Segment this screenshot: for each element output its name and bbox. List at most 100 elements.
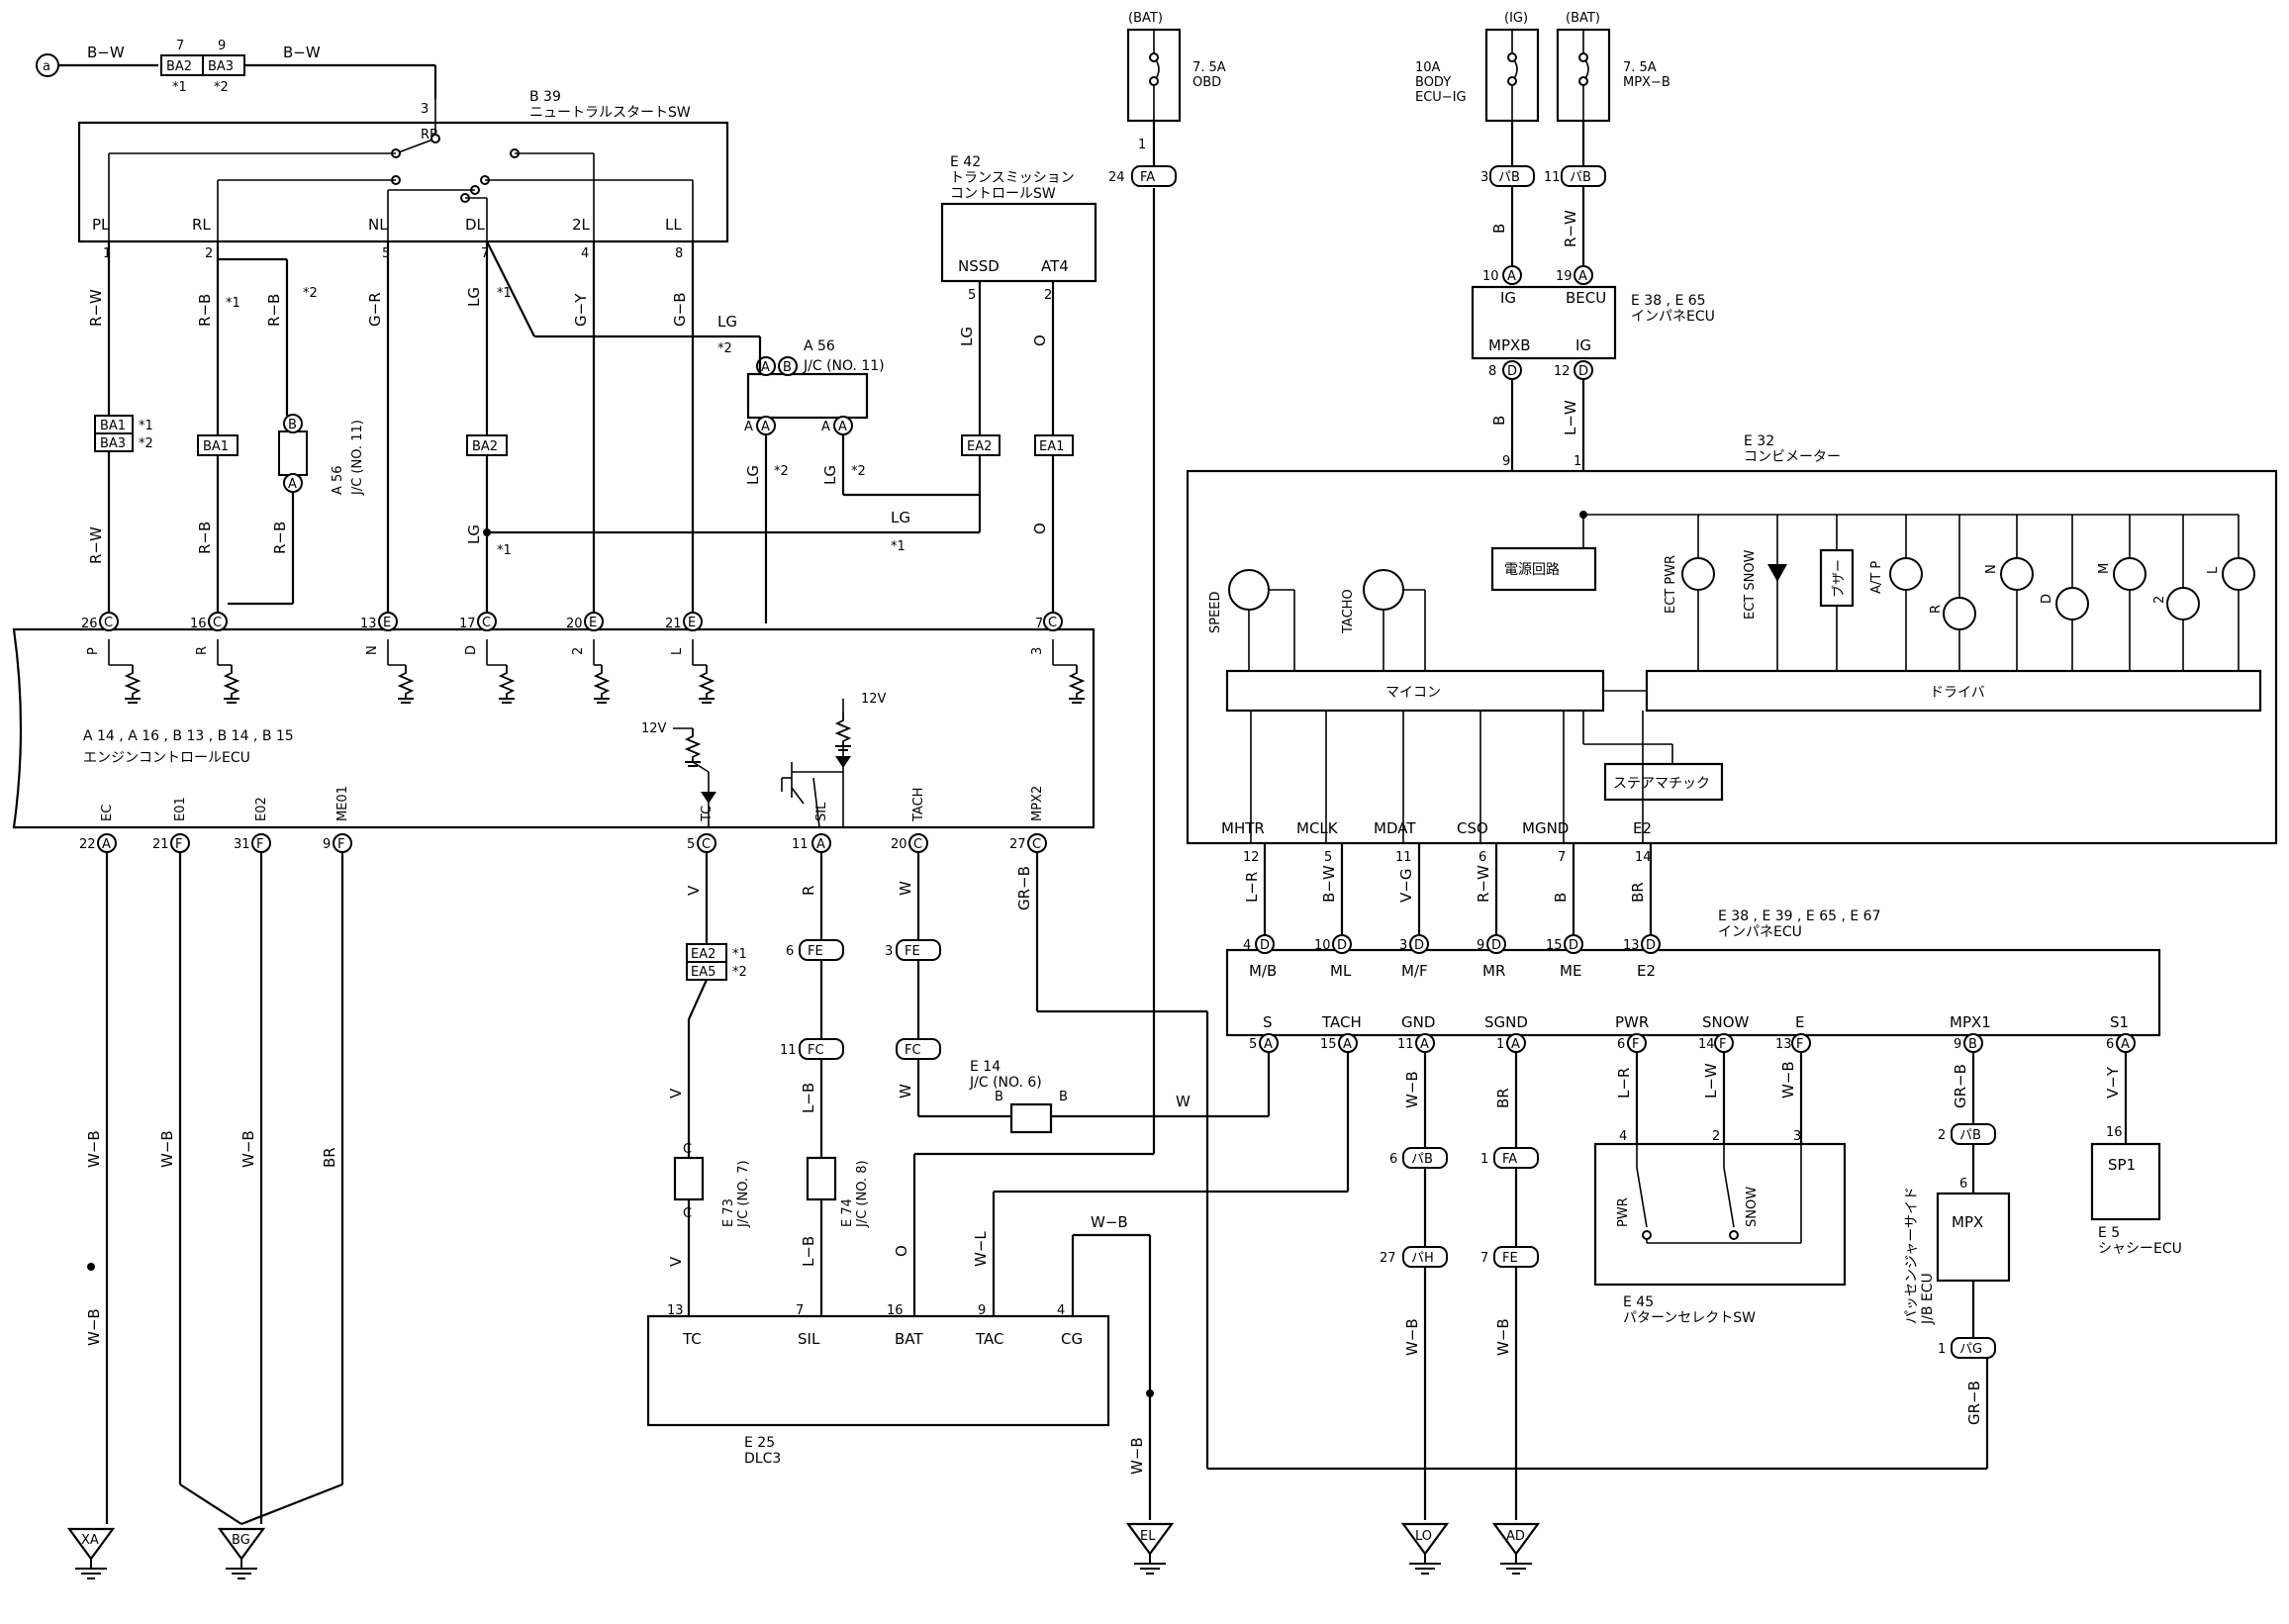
svg-text:17: 17 [459, 617, 476, 631]
svg-text:16: 16 [2106, 1125, 2123, 1140]
svg-text:ブザー: ブザー [1831, 559, 1847, 598]
svg-text:6: 6 [1478, 850, 1486, 865]
svg-text:L−B: L−B [800, 1236, 817, 1267]
svg-text:BR: BR [1629, 882, 1647, 903]
svg-text:F: F [1632, 1037, 1639, 1052]
svg-text:A: A [102, 837, 111, 852]
svg-text:O: O [1031, 523, 1049, 534]
svg-text:AT4: AT4 [1041, 257, 1069, 275]
svg-text:*2: *2 [774, 464, 789, 479]
svg-text:TACH: TACH [1321, 1013, 1362, 1031]
passenger-side-jb-ecu: MPX 6 パッセンジャーサイドJ/B ECU パG 1 GR−B [1904, 1177, 2011, 1427]
svg-text:MDAT: MDAT [1374, 819, 1416, 837]
svg-text:W−B: W−B [1128, 1437, 1146, 1475]
svg-text:GND: GND [1401, 1013, 1435, 1031]
svg-text:E02: E02 [254, 797, 269, 821]
svg-text:2: 2 [1938, 1128, 1946, 1143]
svg-text:SP1: SP1 [2108, 1156, 2136, 1174]
svg-text:TACHO: TACHO [1341, 589, 1356, 634]
svg-text:D: D [464, 645, 479, 655]
svg-text:BAT: BAT [895, 1330, 923, 1348]
svg-text:G−Y: G−Y [572, 293, 590, 327]
svg-text:BA1: BA1 [203, 439, 229, 454]
svg-text:7: 7 [796, 1303, 804, 1318]
svg-text:E 14J/C (NO. 6): E 14J/C (NO. 6) [969, 1059, 1042, 1091]
svg-text:15: 15 [1546, 938, 1563, 953]
svg-text:LG: LG [465, 287, 483, 307]
svg-text:LG: LG [717, 313, 737, 331]
svg-text:19: 19 [1556, 269, 1573, 284]
svg-text:B: B [1490, 224, 1508, 234]
svg-text:R: R [800, 886, 817, 896]
svg-text:LL: LL [665, 216, 682, 234]
svg-text:D: D [1578, 364, 1588, 379]
svg-text:LG: LG [465, 525, 483, 544]
svg-text:NSSD: NSSD [958, 257, 1000, 275]
svg-text:BA3: BA3 [208, 59, 234, 74]
svg-text:*1: *1 [226, 296, 240, 311]
svg-text:31: 31 [234, 837, 250, 852]
svg-text:IG: IG [1500, 289, 1516, 307]
svg-text:FA: FA [1502, 1152, 1517, 1167]
svg-text:GR−B: GR−B [1015, 866, 1033, 910]
svg-text:16: 16 [887, 1303, 904, 1318]
svg-text:BA3: BA3 [100, 436, 126, 451]
ns-to-engine-wires: R−W BA1 BA3 *1 *2 R−W R−B *1 BA1 R−B R−B… [87, 240, 980, 623]
svg-text:MGND: MGND [1522, 819, 1569, 837]
svg-text:6: 6 [1389, 1152, 1397, 1167]
svg-text:F: F [256, 837, 263, 852]
svg-text:A: A [744, 420, 753, 434]
svg-text:ML: ML [1330, 962, 1352, 980]
svg-text:R−B: R−B [271, 522, 289, 554]
svg-text:A: A [761, 360, 770, 375]
svg-text:V−G: V−G [1397, 869, 1415, 903]
svg-text:B: B [1552, 893, 1570, 903]
svg-text:10: 10 [1314, 938, 1331, 953]
svg-text:14: 14 [1698, 1037, 1715, 1052]
svg-text:D: D [2040, 594, 2054, 604]
svg-text:MPX1: MPX1 [1950, 1013, 1991, 1031]
svg-text:20: 20 [891, 837, 907, 852]
svg-text:EC: EC [100, 805, 115, 821]
svg-text:*2: *2 [303, 286, 318, 301]
svg-text:ECT SNOW: ECT SNOW [1743, 549, 1758, 620]
svg-text:W: W [1176, 1093, 1191, 1110]
svg-text:9: 9 [218, 39, 226, 53]
svg-text:C: C [913, 837, 922, 852]
svg-text:2: 2 [205, 246, 213, 261]
svg-text:12V: 12V [861, 692, 887, 707]
svg-text:FE: FE [905, 944, 920, 959]
svg-text:10: 10 [1482, 269, 1499, 284]
svg-text:F: F [337, 837, 344, 852]
svg-text:*2: *2 [717, 341, 732, 356]
svg-text:W−B: W−B [1779, 1061, 1797, 1099]
svg-text:L−B: L−B [800, 1083, 817, 1113]
svg-text:BA2: BA2 [472, 439, 498, 454]
svg-text:パB: パB [1498, 170, 1520, 185]
svg-text:1: 1 [1480, 1152, 1488, 1167]
svg-text:AD: AD [1506, 1529, 1525, 1544]
svg-text:MCLK: MCLK [1296, 819, 1339, 837]
svg-text:C: C [1032, 837, 1041, 852]
svg-text:7: 7 [1035, 617, 1043, 631]
svg-text:PWR: PWR [1616, 1197, 1631, 1227]
svg-text:6: 6 [1617, 1037, 1625, 1052]
svg-text:W−B: W−B [1091, 1213, 1128, 1231]
svg-text:6: 6 [786, 944, 794, 959]
svg-text:C: C [213, 616, 222, 630]
svg-text:F: F [1796, 1037, 1803, 1052]
svg-text:FE: FE [1502, 1251, 1518, 1266]
svg-text:3: 3 [1030, 647, 1045, 655]
svg-text:MPX2: MPX2 [1030, 786, 1045, 821]
svg-text:D: D [1260, 938, 1270, 953]
svg-text:SNOW: SNOW [1702, 1013, 1750, 1031]
svg-text:GR−B: GR−B [1952, 1064, 1969, 1108]
svg-text:BA1: BA1 [100, 419, 126, 433]
svg-text:13: 13 [667, 1303, 684, 1318]
svg-text:1: 1 [1938, 1342, 1946, 1357]
